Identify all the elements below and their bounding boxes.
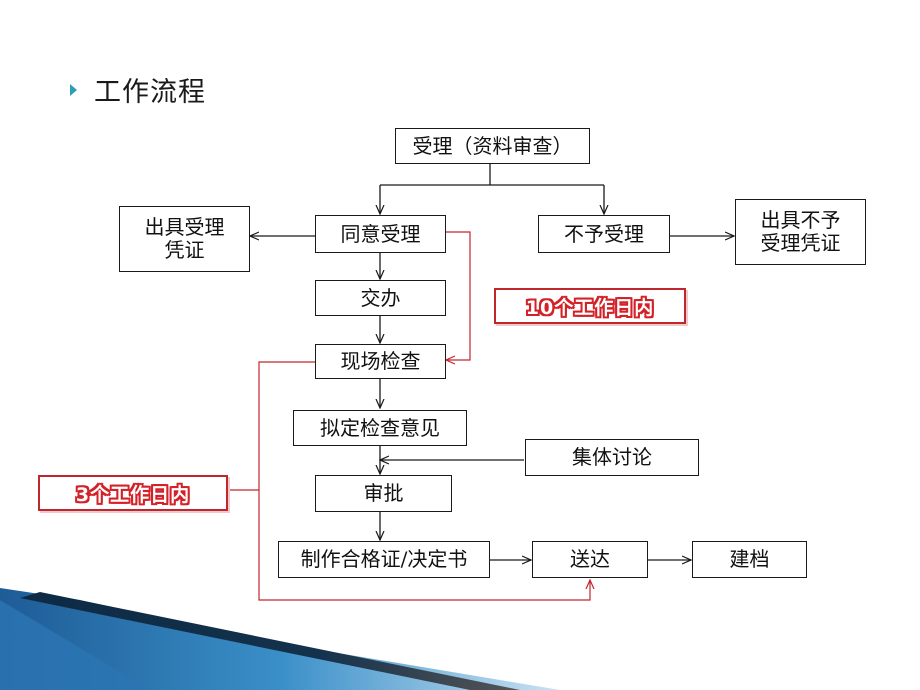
page-title: 工作流程 xyxy=(94,77,206,108)
node-collective-discussion: 集体讨论 xyxy=(525,439,699,476)
node-reject-accept: 不予受理 xyxy=(538,215,670,253)
node-approval: 审批 xyxy=(315,475,452,512)
node-make-certificate: 制作合格证/决定书 xyxy=(278,541,490,578)
node-handover: 交办 xyxy=(315,280,446,316)
node-draft-opinion: 拟定检查意见 xyxy=(293,410,467,446)
limit-bracket-three-days xyxy=(258,361,590,601)
bullet-arrow-icon xyxy=(70,84,77,96)
node-site-inspection: 现场检查 xyxy=(315,344,446,379)
time-limit-ten-days: 10个工作日内 xyxy=(494,288,686,324)
ribbon-corner xyxy=(0,600,150,690)
limit-bracket-ten-days xyxy=(446,231,471,360)
node-issue-reject-receipt: 出具不予 受理凭证 xyxy=(735,199,866,265)
ribbon-dark-band xyxy=(20,592,520,690)
node-accept-review: 受理（资料审查） xyxy=(395,128,590,164)
node-archive: 建档 xyxy=(692,541,807,578)
time-limit-three-days: 3个工作日内 xyxy=(38,475,228,511)
node-issue-receipt: 出具受理 凭证 xyxy=(119,206,250,272)
node-deliver: 送达 xyxy=(532,541,648,578)
node-agree-accept: 同意受理 xyxy=(315,215,446,253)
